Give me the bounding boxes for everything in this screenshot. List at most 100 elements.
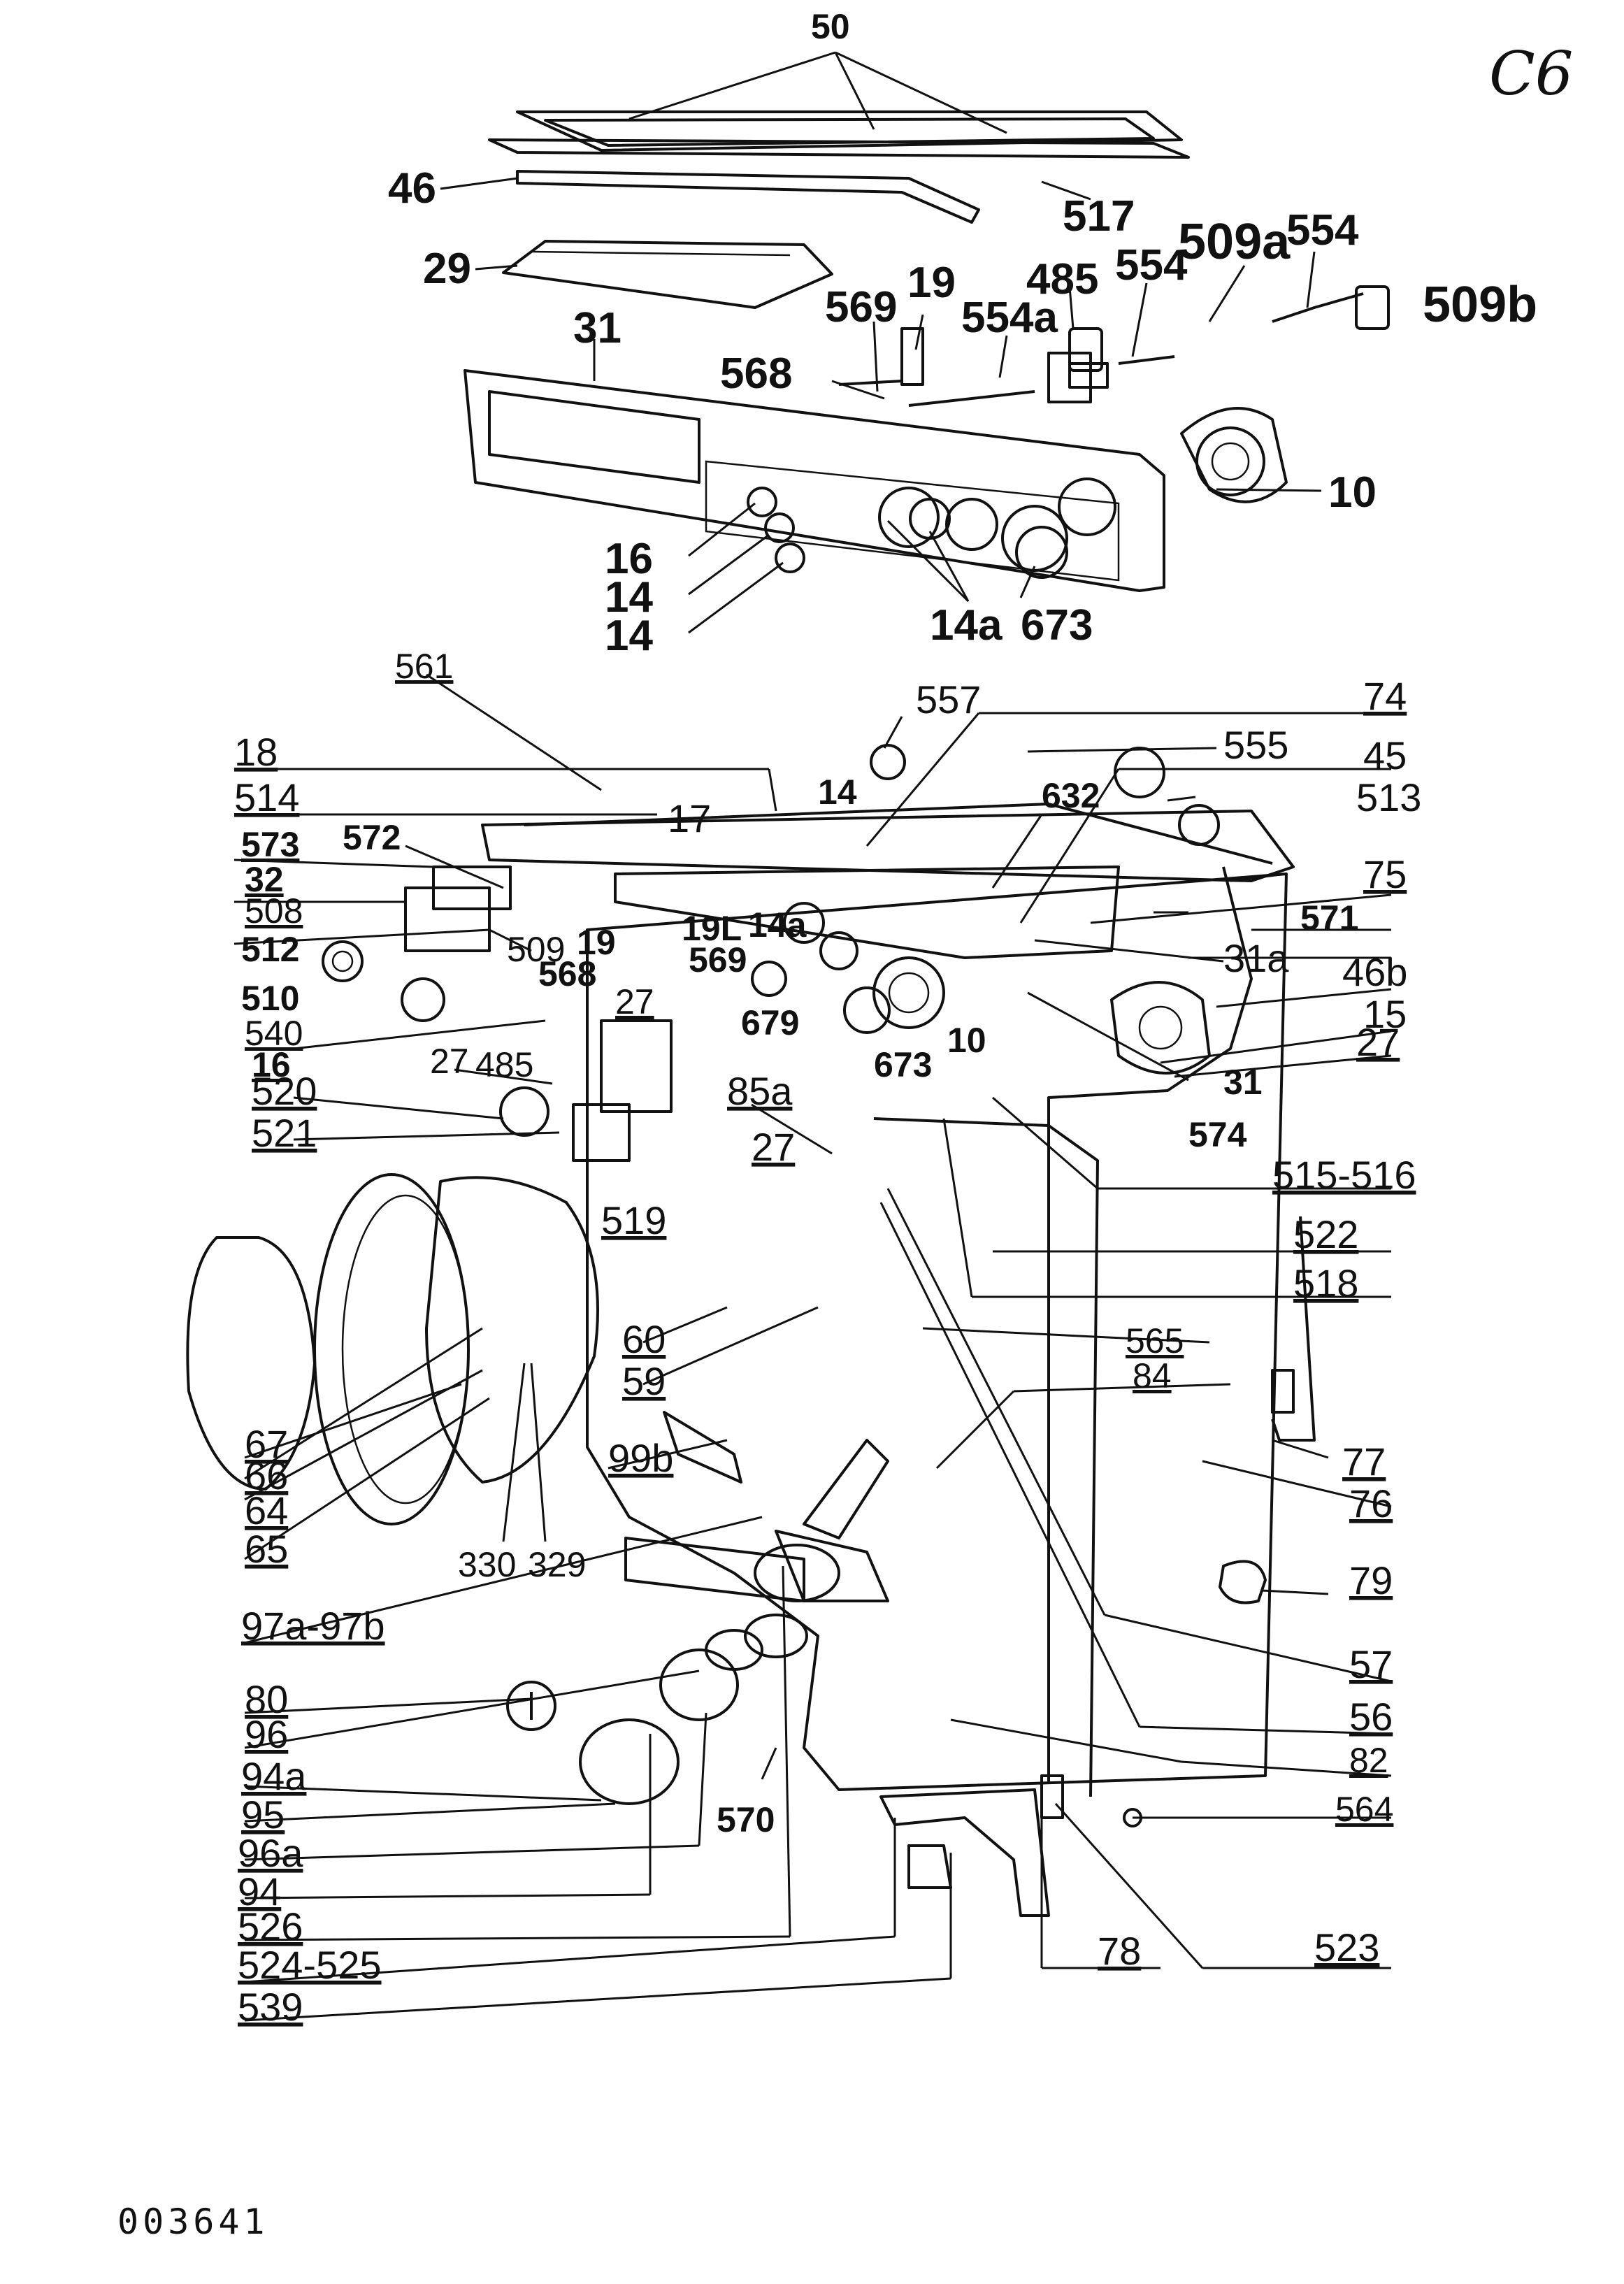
label-27-b: 27 bbox=[1356, 1020, 1400, 1064]
label-520: 520 bbox=[252, 1069, 317, 1113]
label-32: 32 bbox=[245, 860, 284, 899]
label-16-b: 16 bbox=[252, 1045, 291, 1084]
label-513: 513 bbox=[1356, 775, 1421, 819]
label-554: 554 bbox=[1115, 241, 1188, 289]
label-19-b: 19 bbox=[577, 923, 616, 962]
label-523: 523 bbox=[1314, 1925, 1379, 1969]
label-94a: 94a bbox=[241, 1754, 307, 1798]
label-66: 66 bbox=[245, 1453, 288, 1497]
label-59: 59 bbox=[622, 1359, 666, 1403]
label-99b: 99b bbox=[608, 1436, 673, 1480]
top-rail-46 bbox=[516, 170, 980, 224]
label-19L: 19L bbox=[682, 909, 742, 948]
label-45: 45 bbox=[1363, 733, 1407, 777]
label-46b: 46b bbox=[1342, 950, 1407, 994]
label-540: 540 bbox=[245, 1014, 303, 1053]
label-67: 67 bbox=[245, 1422, 288, 1466]
label-97a-97b: 97a-97b bbox=[241, 1604, 385, 1648]
label-539: 539 bbox=[238, 1985, 303, 2029]
label-14-c: 14 bbox=[818, 773, 857, 812]
inner-control-rail bbox=[614, 866, 1120, 1034]
label-14: 14 bbox=[605, 573, 653, 622]
label-46: 46 bbox=[388, 164, 436, 213]
label-56: 56 bbox=[1349, 1695, 1393, 1739]
label-569: 569 bbox=[825, 283, 897, 331]
label-15: 15 bbox=[1363, 992, 1407, 1036]
label-27-d: 27 bbox=[752, 1125, 795, 1169]
label-524-525: 524-525 bbox=[238, 1943, 382, 1987]
label-521: 521 bbox=[252, 1111, 317, 1155]
label-485: 485 bbox=[1026, 255, 1098, 303]
label-526: 526 bbox=[238, 1904, 303, 1948]
top-cover-glass bbox=[488, 110, 1190, 159]
label-673-b: 673 bbox=[874, 1045, 932, 1084]
label-84: 84 bbox=[1133, 1356, 1172, 1395]
label-679: 679 bbox=[741, 1003, 799, 1042]
label-568: 568 bbox=[720, 350, 792, 398]
front-panel-76 bbox=[586, 872, 1288, 1797]
label-509a: 509a bbox=[1178, 214, 1291, 270]
label-632: 632 bbox=[1042, 776, 1100, 815]
label-510: 510 bbox=[241, 979, 299, 1018]
leader-lines bbox=[233, 51, 1392, 2022]
label-79: 79 bbox=[1349, 1558, 1393, 1602]
label-10: 10 bbox=[1328, 468, 1377, 517]
label-554a: 554a bbox=[961, 294, 1058, 342]
buttons-column bbox=[747, 487, 1068, 579]
label-517: 517 bbox=[1063, 192, 1135, 240]
label-673: 673 bbox=[1021, 601, 1093, 649]
part-labels: 50 46 517 29 569 19 485 554 509a 554 509… bbox=[234, 7, 1537, 2029]
label-330: 330 bbox=[458, 1545, 516, 1584]
label-10-b: 10 bbox=[947, 1021, 986, 1060]
label-14-b: 14 bbox=[605, 612, 653, 660]
label-60: 60 bbox=[622, 1317, 666, 1361]
label-31-b: 31 bbox=[1223, 1063, 1263, 1102]
label-31: 31 bbox=[573, 304, 621, 352]
label-85a: 85a bbox=[727, 1069, 793, 1113]
label-57: 57 bbox=[1349, 1642, 1393, 1686]
label-80: 80 bbox=[245, 1677, 288, 1721]
label-82: 82 bbox=[1349, 1741, 1388, 1780]
label-29: 29 bbox=[423, 245, 471, 293]
label-555: 555 bbox=[1223, 723, 1288, 767]
label-94: 94 bbox=[238, 1869, 281, 1913]
label-554-b: 554 bbox=[1286, 206, 1359, 254]
page-mark: C6 bbox=[1489, 39, 1574, 109]
label-74: 74 bbox=[1363, 674, 1407, 718]
label-329: 329 bbox=[528, 1545, 586, 1584]
label-14a-b: 14a bbox=[748, 905, 807, 945]
electronics-module bbox=[404, 866, 673, 1162]
label-96a: 96a bbox=[238, 1831, 303, 1875]
label-96: 96 bbox=[245, 1712, 288, 1756]
label-508: 508 bbox=[245, 891, 303, 931]
label-95: 95 bbox=[241, 1793, 285, 1837]
label-522: 522 bbox=[1293, 1212, 1358, 1256]
label-18: 18 bbox=[234, 730, 278, 774]
label-76: 76 bbox=[1349, 1481, 1393, 1525]
label-571: 571 bbox=[1300, 898, 1358, 938]
label-515-516: 515-516 bbox=[1272, 1153, 1416, 1197]
label-574: 574 bbox=[1188, 1115, 1247, 1154]
top-strip-29 bbox=[502, 240, 833, 309]
label-64: 64 bbox=[245, 1488, 288, 1532]
drawing-number: 003641 bbox=[117, 2202, 269, 2242]
label-16: 16 bbox=[605, 535, 653, 583]
switches-row bbox=[838, 285, 1390, 407]
label-568-b: 568 bbox=[538, 954, 596, 993]
knob-10 bbox=[1180, 407, 1288, 503]
label-75: 75 bbox=[1363, 852, 1407, 896]
bottom-brackets bbox=[879, 1774, 1064, 1917]
label-27-c: 27 bbox=[430, 1042, 469, 1081]
label-573: 573 bbox=[241, 825, 299, 864]
label-570: 570 bbox=[717, 1800, 775, 1839]
label-509b: 509b bbox=[1423, 277, 1537, 333]
label-564: 564 bbox=[1335, 1790, 1393, 1829]
label-14a: 14a bbox=[930, 601, 1003, 649]
label-514: 514 bbox=[234, 775, 299, 819]
knobs-left bbox=[322, 940, 549, 1137]
label-78: 78 bbox=[1098, 1929, 1141, 1973]
label-512: 512 bbox=[241, 930, 299, 969]
label-17: 17 bbox=[668, 796, 711, 840]
label-569-b: 569 bbox=[689, 940, 747, 979]
